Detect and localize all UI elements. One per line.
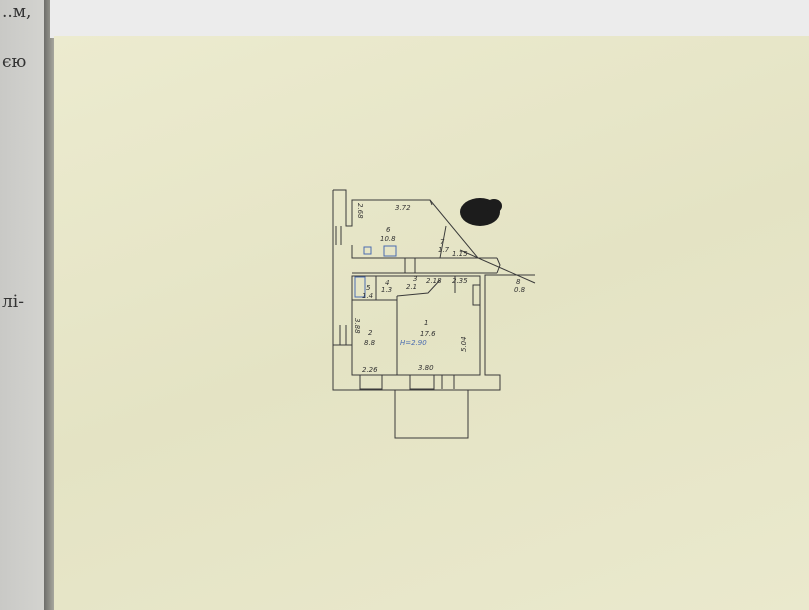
floor-plan-sheet [54, 36, 809, 610]
side-text-line: єю [2, 52, 27, 72]
room-number: 5 [366, 284, 371, 292]
ceiling-height: H=2.90 [400, 339, 427, 347]
dimension-label: 3.88 [353, 318, 361, 334]
room-number: 2 [368, 329, 373, 337]
dimension-label: 2.18 [426, 277, 442, 285]
underlying-page: ..м, єю лі- [0, 0, 48, 610]
dimension-label: 2.68 [356, 203, 364, 219]
room-number: 1 [424, 319, 428, 327]
dimension-label: 5.04 [460, 336, 468, 352]
room-number: 6 [386, 226, 391, 234]
side-text-line: лі- [2, 292, 24, 312]
ink-stain [486, 199, 502, 213]
dimension-label: 2.26 [362, 366, 378, 374]
blue-fixtures [354, 245, 397, 298]
dimension-label: 1.15 [452, 250, 468, 258]
stove-icon [363, 246, 372, 255]
room-area: 17.6 [420, 330, 436, 338]
page-edge-shadow [44, 0, 56, 610]
room-area: 8.8 [364, 339, 376, 347]
room-number: 4 [385, 279, 389, 287]
room-area: 10.8 [380, 235, 396, 243]
room-number: 8 [516, 278, 521, 286]
top-paper-strip [50, 0, 809, 38]
room-area: 0.8 [514, 286, 526, 294]
room-number: 3 [413, 275, 417, 283]
dimension-label: 3.72 [395, 204, 411, 212]
sink-icon [383, 245, 397, 257]
bathtub-icon [354, 276, 366, 298]
room-area: 1.3 [381, 286, 392, 294]
room-area: 1.7 [438, 246, 450, 254]
dimension-label: 2.35 [452, 277, 468, 285]
room-area: 1.4 [362, 292, 373, 300]
walls [332, 189, 536, 439]
room-area: 2.1 [406, 283, 417, 291]
room-number: 7 [440, 238, 445, 246]
side-text-line: ..м, [2, 2, 32, 22]
dimension-label: 3.80 [418, 364, 434, 372]
